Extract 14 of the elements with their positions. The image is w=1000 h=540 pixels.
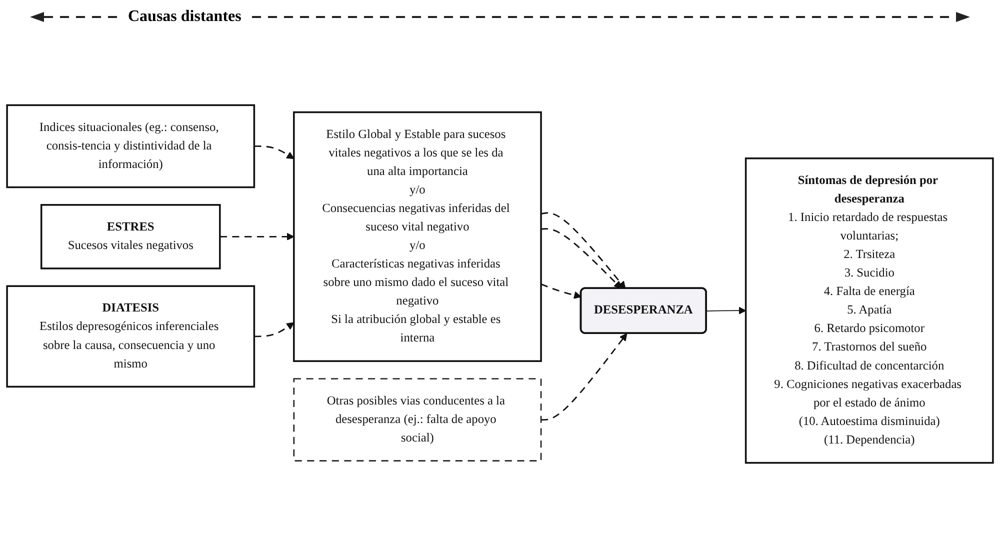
node-box: DIATESIS Estilos depresogénicos inferenciales sobre la causa, consecuencia y uno mismo [6, 285, 256, 388]
arrow [254, 322, 294, 338]
arrow [540, 212, 626, 289]
node-box: Síntomas de depresión por desesperanza 1. Inicio retardado de respuestas voluntarias; 2. Trsiteza 3. Sucidio 4. Falta de energía 5. Apatía 6. Retardo psicomotor 7. Trastornos del sueño 8. Dificultad de concentarción 9. Cogniciones negativas exacerbadas por el estado de ánimo (10. Autoestima disminuida) (11. Dependencia) [744, 157, 994, 464]
arrow [220, 232, 294, 241]
arrow [254, 146, 294, 160]
arrow [541, 333, 628, 421]
arrow [706, 306, 746, 314]
node-box: Estilo Global y Estable para sucesos vitales negativos a los que se les da una alta importancia y/o Consecuencias negativas inferidas del suceso vital negativo y/o Características negativas inferidas sobre uno mismo dado el suceso vital negativo Si la atribución global y estable es interna [293, 111, 542, 362]
node-box: Indices situacionales (eg.: consenso, consis-tencia y distintividad de la información) [6, 104, 256, 188]
arrow [540, 228, 622, 289]
node-box: ESTRES Sucesos vitales negativos [40, 204, 221, 270]
arrow [540, 284, 582, 299]
node-box: Otras posibles vias conducentes a la desesperanza (ej.: falta de apoyo social) [293, 378, 542, 462]
